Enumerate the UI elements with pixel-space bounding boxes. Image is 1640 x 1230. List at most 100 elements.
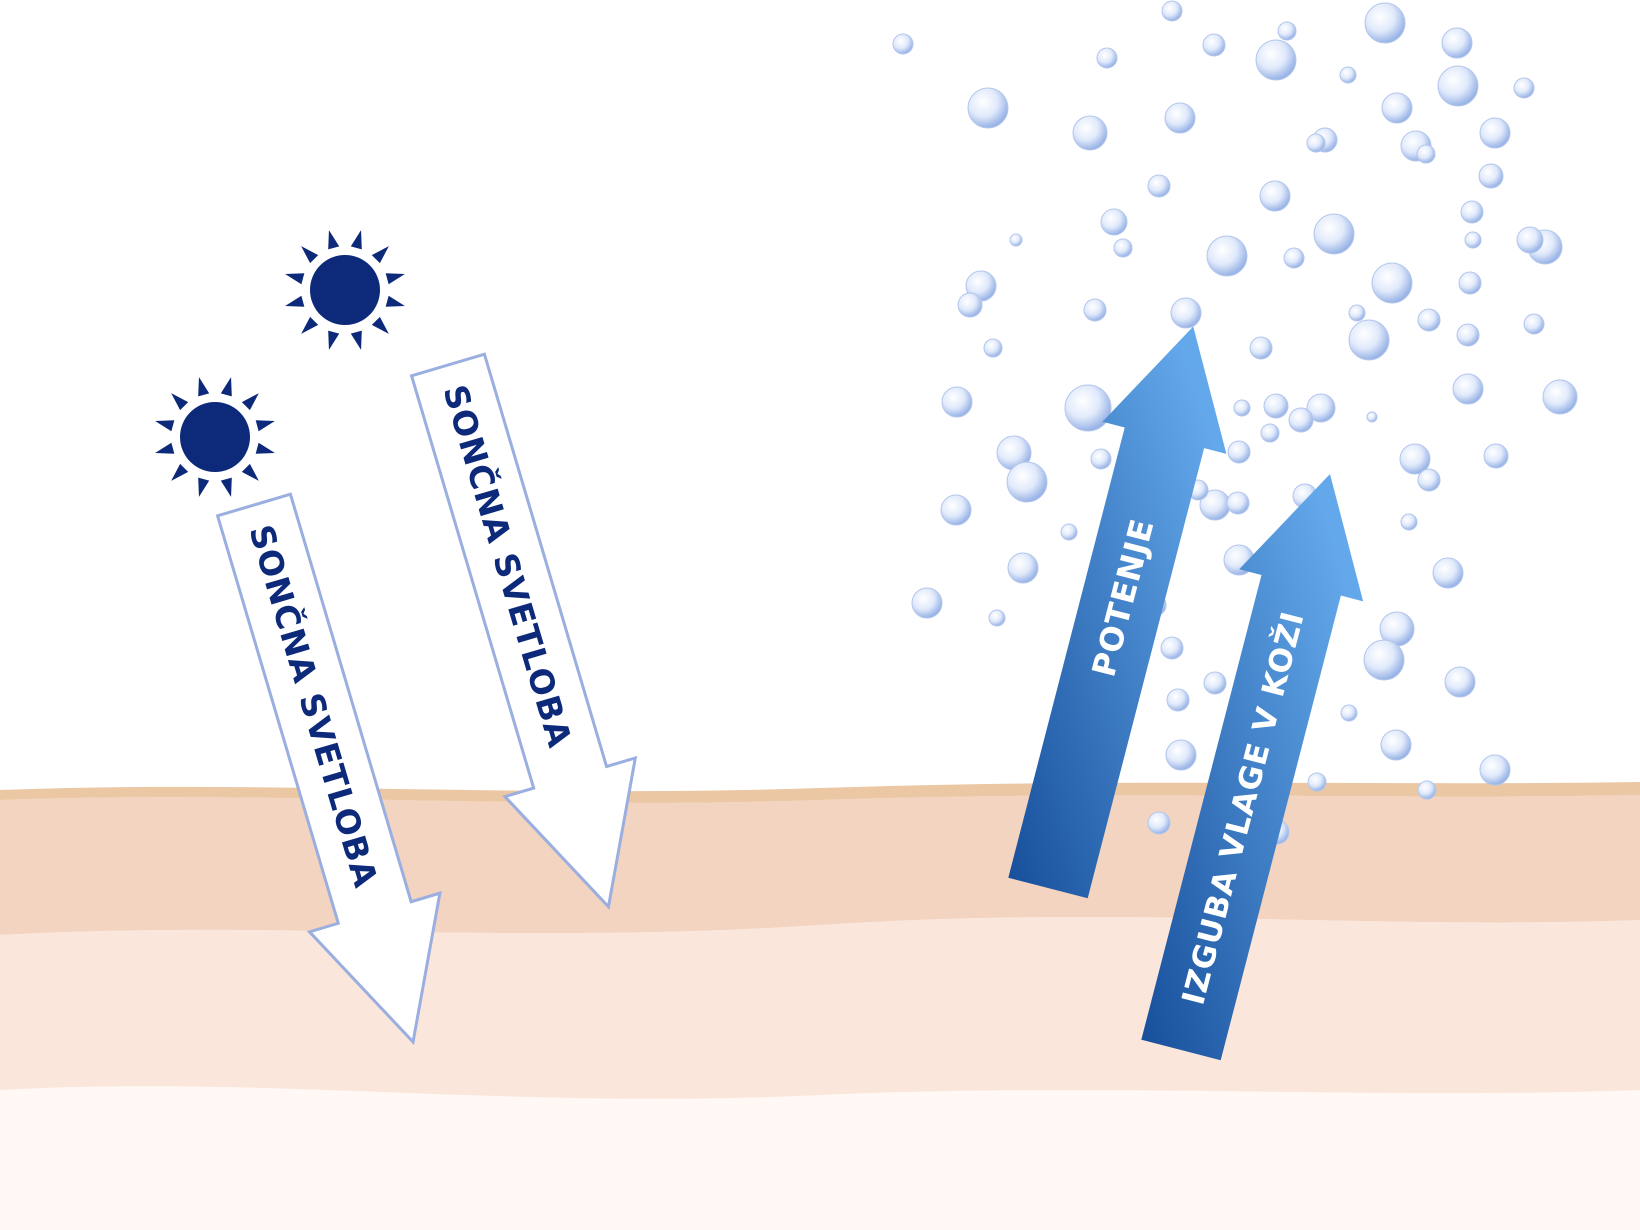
bubble-icon [1479,754,1511,786]
bubble-icon [1513,77,1535,99]
sun-ray [285,295,305,307]
bubble-icon [1288,407,1314,433]
sun-ray [155,442,175,454]
sun-ray [350,330,362,350]
sun-ray [198,377,210,397]
bubble-icon [1437,65,1479,107]
sun-ray [241,393,259,411]
sun-icon [155,377,275,497]
bubble-icon [1371,262,1413,304]
bubble-icon [1432,557,1464,589]
bubble-icon [1083,298,1107,322]
bubble-icon [1516,226,1544,254]
bubble-icon [1260,423,1280,443]
bubble-icon [1096,47,1118,69]
bubble-icon [1255,39,1297,81]
bubble-icon [941,386,973,418]
sun-disc [310,255,380,325]
bubble-icon [1090,448,1112,470]
sun-ray [385,295,405,307]
bubble-icon [1161,0,1183,22]
bubble-icon [1147,811,1171,835]
skin-layer-deep [0,1086,1640,1230]
bubble-icon [1460,200,1484,224]
skin-layer-dermis [0,916,1640,1099]
sweating-arrow-shape [1008,326,1227,899]
skin-layer-epidermis [0,795,1640,935]
sun-ray [328,230,340,250]
bubble-icon [1458,271,1482,295]
bubble-icon [1233,399,1251,417]
bubble-icon [1165,739,1197,771]
bubble-icon [1313,213,1355,255]
bubble-icon [1147,174,1171,198]
bubble-icon [1306,133,1326,153]
bubble-icon [1417,308,1441,332]
bubble-icon [1399,443,1431,475]
sun-ray [301,246,319,264]
bubble-icon [1380,729,1412,761]
sun-disc [180,402,250,472]
bubble-icon [1456,323,1480,347]
bubble-icon [1441,27,1473,59]
skin-layers [0,782,1640,1230]
sun-ray [371,316,389,334]
sun-ray [171,463,189,481]
bubble-icon [1306,393,1336,423]
bubble-icon [1381,92,1413,124]
bubble-icon [1009,233,1023,247]
sun-ray [198,477,210,497]
moisture-loss-arrow-shape [1141,473,1364,1061]
sun-ray [220,477,232,497]
bubble-icon [988,609,1006,627]
bubble-icon [1348,319,1390,361]
bubble-icon [1340,704,1358,722]
bubble-icon [1064,384,1112,432]
sun-ray [255,442,275,454]
bubble-icon [1170,297,1202,329]
bubble-icon [1452,373,1484,405]
sun-ray [301,316,319,334]
bubble-icon [1283,247,1305,269]
bubble-icon [1363,639,1405,681]
bubble-icon [940,494,972,526]
bubble-icon [1478,163,1504,189]
bubble-icon [1307,772,1327,792]
bubble-icon [1479,117,1511,149]
sun-ray [328,330,340,350]
moisture-bubbles [892,0,1578,845]
suns [155,230,405,497]
bubble-icon [983,338,1003,358]
bubble-icon [1226,491,1250,515]
bubble-icon [1259,180,1291,212]
sun-ray [255,420,275,432]
sun-ray [385,273,405,285]
bubble-icon [1166,688,1190,712]
bubble-icon [1400,513,1418,531]
bubble-icon [1416,144,1436,164]
bubble-icon [1202,33,1226,57]
bubble-icon [911,587,943,619]
sunlight-arrow-front-shape [215,492,442,1046]
bubble-icon [1160,636,1184,660]
bubble-icon [1444,666,1476,698]
sunlight-arrow-back-shape [409,352,638,910]
bubble-icon [1464,231,1482,249]
bubble-icon [1007,552,1039,584]
bubble-icon [1113,238,1133,258]
sun-ray [220,377,232,397]
bubble-icon [1348,304,1366,322]
bubble-icon [1417,780,1437,800]
bubble-icon [1523,313,1545,335]
bubble-icon [1164,102,1196,134]
bubble-icon [1100,208,1128,236]
bubble-icon [1249,336,1273,360]
bubble-icon [1206,235,1248,277]
bubble-icon [892,33,914,55]
sun-ray [285,273,305,285]
sun-icon [285,230,405,350]
sun-ray [171,393,189,411]
sun-ray [350,230,362,250]
bubble-icon [1072,115,1108,151]
